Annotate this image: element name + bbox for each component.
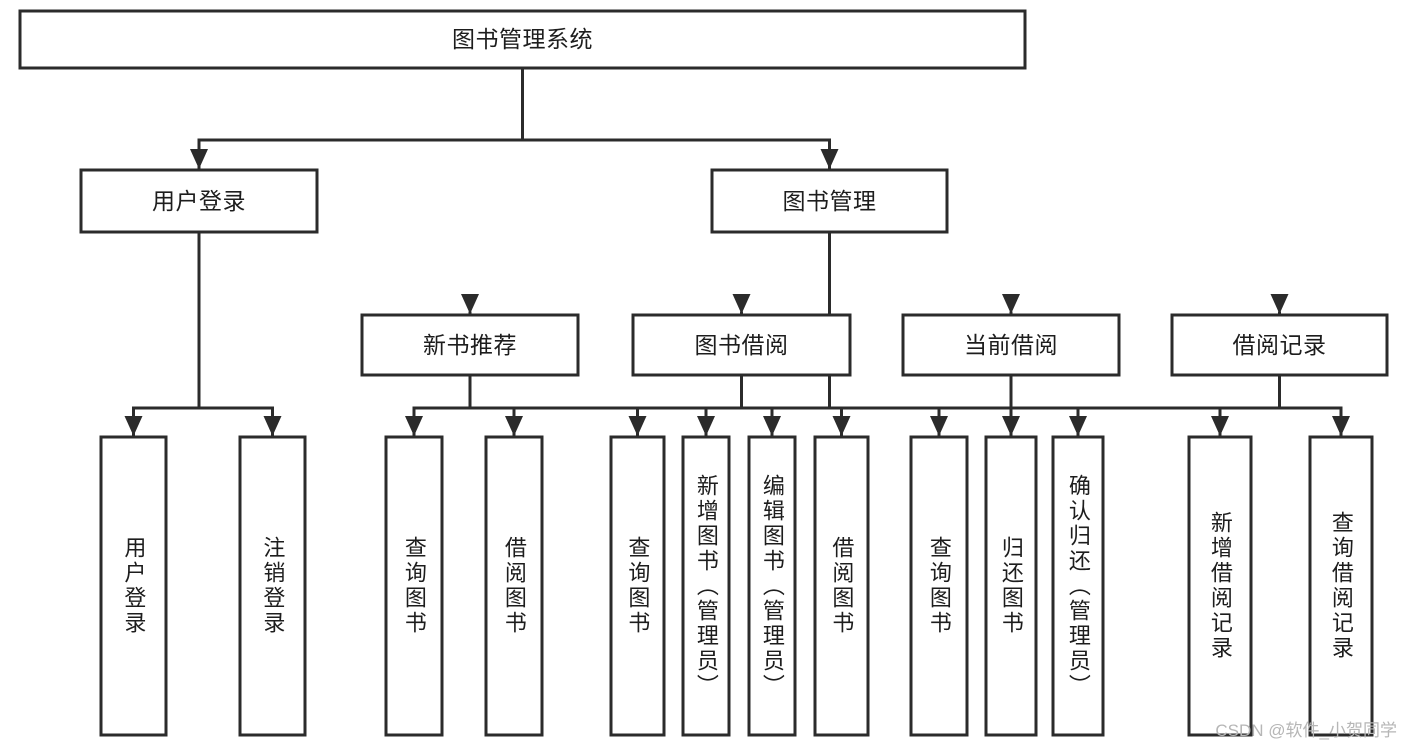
node-box-leaf-bb-borrow bbox=[813, 435, 870, 737]
node-box-leaf-bb-add bbox=[681, 435, 731, 737]
node-box-leaf-nb-borrow bbox=[484, 435, 544, 737]
node-box-leaf-user-logout bbox=[238, 435, 307, 737]
arrowhead-icon bbox=[1211, 416, 1229, 436]
arrowhead-icon bbox=[732, 294, 751, 314]
node-box-leaf-bb-edit bbox=[747, 435, 797, 737]
node-box-root bbox=[18, 9, 1027, 70]
arrowhead-icon bbox=[461, 294, 479, 314]
arrowhead-icon bbox=[1002, 416, 1020, 436]
node-box-leaf-nb-query bbox=[384, 435, 444, 737]
node-box-borrow-record bbox=[1170, 313, 1389, 377]
arrowhead-icon bbox=[1332, 416, 1350, 436]
arrowhead-icon bbox=[628, 416, 647, 436]
arrowhead-icon bbox=[124, 416, 143, 436]
arrowhead-icon bbox=[405, 416, 423, 436]
node-box-book-borrow bbox=[631, 313, 852, 377]
arrowhead-icon bbox=[263, 416, 282, 436]
arrowhead-icon bbox=[930, 416, 948, 436]
node-box-leaf-cb-return bbox=[984, 435, 1038, 737]
node-box-leaf-user-login bbox=[99, 435, 168, 737]
node-box-user-login bbox=[79, 168, 319, 234]
arrowhead-icon bbox=[820, 149, 839, 169]
edges-layer bbox=[124, 66, 1350, 437]
node-box-leaf-br-add bbox=[1187, 435, 1253, 737]
node-box-leaf-br-query bbox=[1308, 435, 1374, 737]
node-box-current-borrow bbox=[901, 313, 1121, 377]
nodes-layer bbox=[18, 9, 1389, 737]
node-box-new-book-rec bbox=[360, 313, 580, 377]
node-box-leaf-cb-query bbox=[909, 435, 969, 737]
arrowhead-icon bbox=[190, 149, 208, 169]
node-box-leaf-cb-confirm bbox=[1051, 435, 1105, 737]
arrowhead-icon bbox=[505, 416, 523, 436]
arrowhead-icon bbox=[1002, 294, 1020, 314]
node-box-book-manage bbox=[710, 168, 949, 234]
arrowhead-icon bbox=[763, 416, 781, 436]
arrowhead-icon bbox=[1069, 416, 1087, 436]
node-box-leaf-bb-query bbox=[609, 435, 666, 737]
arrowhead-icon bbox=[697, 416, 715, 436]
arrowhead-icon bbox=[832, 416, 851, 436]
arrowhead-icon bbox=[1270, 294, 1289, 314]
